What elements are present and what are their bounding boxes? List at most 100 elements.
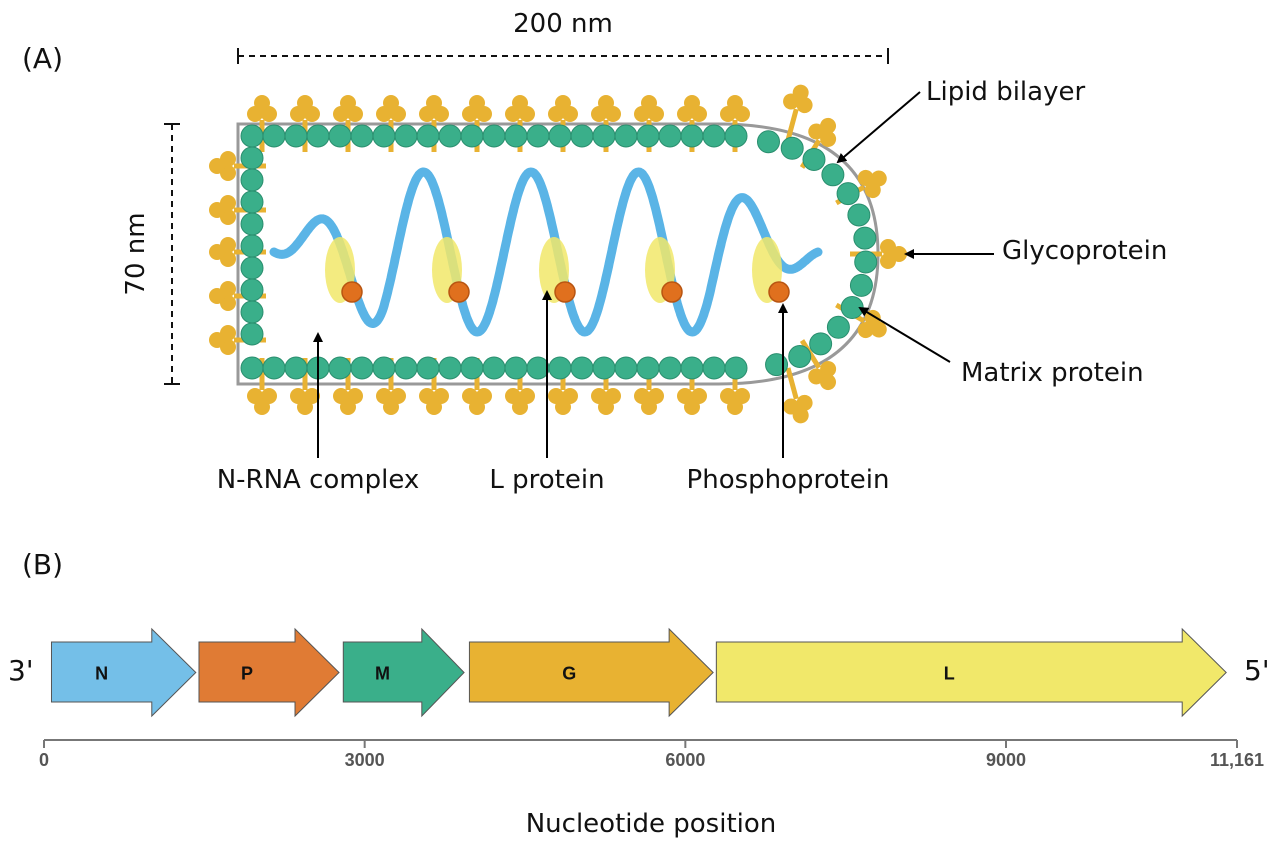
matrix-protein-bead [765, 353, 789, 377]
matrix-protein-bead [372, 124, 396, 148]
callout-lipid-bilayer: Lipid bilayer [836, 77, 1085, 164]
matrix-protein-bead [788, 344, 812, 368]
gene-label: P [241, 664, 253, 684]
matrix-protein-layer [240, 124, 878, 380]
matrix-protein-bead [847, 203, 871, 227]
matrix-protein-bead [658, 356, 682, 380]
matrix-protein-bead [702, 124, 726, 148]
matrix-protein-bead [240, 212, 264, 236]
matrix-protein-bead [592, 124, 616, 148]
callout-n-rna-complex: N-RNA complex [217, 332, 419, 495]
gene-arrow [715, 627, 1227, 718]
matrix-protein-bead [680, 124, 704, 148]
matrix-protein-label: Matrix protein [961, 358, 1144, 388]
matrix-protein-bead [240, 256, 264, 280]
matrix-protein-bead [658, 124, 682, 148]
matrix-protein-bead [548, 356, 572, 380]
matrix-protein-bead [438, 124, 462, 148]
panel-a: (A) 200 nm 70 nm Lipid bilayer [22, 9, 1167, 495]
glycoprotein-spike [783, 84, 813, 141]
phosphoprotein [661, 281, 683, 303]
matrix-protein-bead [548, 124, 572, 148]
height-dimension-label: 70 nm [121, 212, 151, 295]
matrix-protein-bead [614, 356, 638, 380]
matrix-protein-bead [350, 356, 374, 380]
axis-tick-label: 6000 [665, 750, 705, 770]
matrix-protein-bead [240, 190, 264, 214]
matrix-protein-bead [460, 124, 484, 148]
inner-protein-layer [325, 237, 790, 303]
glycoprotein-spike [634, 358, 664, 415]
gene-arrow [50, 627, 197, 718]
matrix-protein-bead [849, 273, 873, 297]
phosphoprotein [448, 281, 470, 303]
width-dimension: 200 nm [237, 9, 889, 64]
height-dimension: 70 nm [121, 123, 180, 385]
gene-label: G [562, 664, 576, 684]
matrix-protein-bead [416, 124, 440, 148]
axis-tick-label: 0 [39, 750, 49, 770]
axis-tick-label: 11,161 [1210, 750, 1264, 770]
matrix-protein-bead [702, 356, 726, 380]
panel-b-label: (B) [22, 548, 63, 581]
gene-n: N [50, 627, 197, 718]
matrix-protein-bead [284, 356, 308, 380]
matrix-protein-bead [570, 124, 594, 148]
gene-label: N [95, 664, 108, 684]
matrix-protein-bead [780, 136, 804, 160]
matrix-protein-bead [262, 356, 286, 380]
gene-label: L [944, 664, 955, 684]
matrix-protein-bead [240, 356, 264, 380]
matrix-protein-bead [460, 356, 484, 380]
matrix-protein-bead [853, 226, 877, 250]
matrix-protein-bead [284, 124, 308, 148]
glycoprotein-spike [783, 367, 813, 424]
l-protein-label: L protein [489, 465, 604, 495]
matrix-protein-bead [240, 300, 264, 324]
matrix-protein-bead [756, 130, 780, 154]
matrix-protein-bead [526, 124, 550, 148]
gene-arrow [342, 627, 465, 718]
glycoprotein-label: Glycoprotein [1002, 236, 1167, 266]
five-prime-end: 5' [1244, 654, 1270, 687]
virion [209, 84, 907, 424]
matrix-protein-bead [504, 124, 528, 148]
matrix-protein-bead [724, 356, 748, 380]
panel-a-label: (A) [22, 42, 63, 75]
matrix-protein-bead [614, 124, 638, 148]
n-rna-helix [269, 167, 823, 337]
width-dimension-label: 200 nm [513, 9, 613, 39]
matrix-protein-bead [636, 356, 660, 380]
axis-tick-label: 9000 [986, 750, 1026, 770]
matrix-protein-bead [482, 124, 506, 148]
matrix-protein-bead [482, 356, 506, 380]
matrix-protein-bead [526, 356, 550, 380]
matrix-protein-bead [416, 356, 440, 380]
gene-p: P [198, 627, 340, 718]
matrix-protein-bead [240, 168, 264, 192]
matrix-protein-bead [592, 356, 616, 380]
matrix-protein-bead [802, 147, 826, 171]
matrix-protein-bead [240, 234, 264, 258]
matrix-protein-bead [328, 124, 352, 148]
matrix-protein-bead [724, 124, 748, 148]
matrix-protein-bead [680, 356, 704, 380]
matrix-protein-bead [328, 356, 352, 380]
gene-m: M [342, 627, 465, 718]
matrix-protein-bead [854, 250, 878, 274]
matrix-protein-bead [240, 124, 264, 148]
gene-arrow [198, 627, 340, 718]
phosphoprotein [554, 281, 576, 303]
callout-phosphoprotein: Phosphoprotein [687, 303, 889, 495]
phosphoprotein [768, 281, 790, 303]
matrix-protein-bead [350, 124, 374, 148]
matrix-protein-bead [840, 296, 864, 320]
matrix-protein-bead [240, 146, 264, 170]
matrix-protein-bead [836, 182, 860, 206]
glycoprotein-spike [247, 358, 277, 415]
callout-l-protein: L protein [489, 290, 605, 495]
phosphoprotein [341, 281, 363, 303]
